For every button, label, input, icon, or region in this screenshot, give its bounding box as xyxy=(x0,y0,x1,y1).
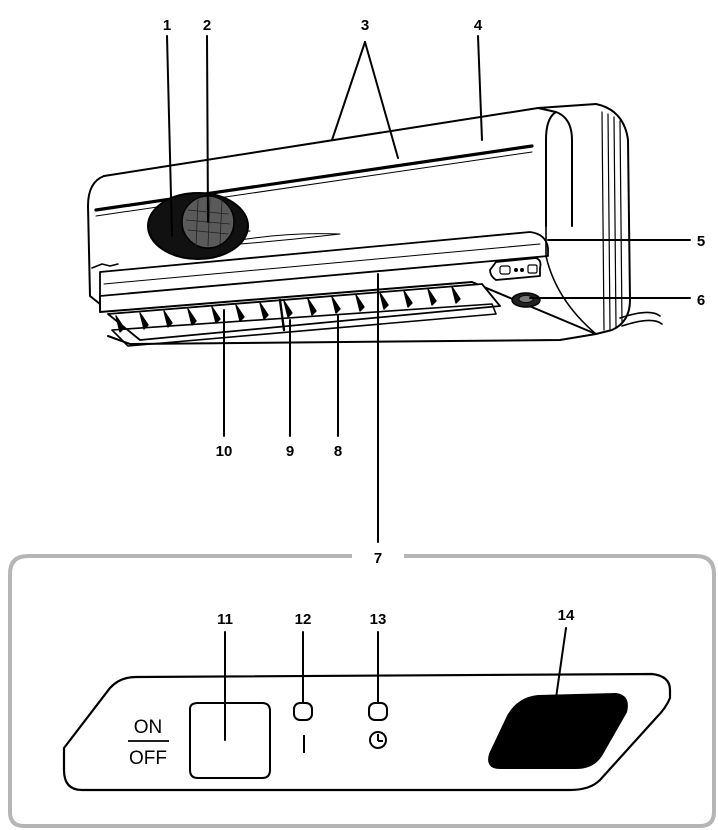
strip-lamp-2 xyxy=(520,267,525,272)
horizontal-flap xyxy=(111,303,497,347)
lower-casing-right xyxy=(545,225,597,335)
louver-center-divider xyxy=(278,298,286,332)
callout-12: 12 xyxy=(295,611,312,628)
indicator-display-strip xyxy=(489,257,542,281)
timer-lamp xyxy=(368,702,388,721)
clock-icon xyxy=(369,731,387,749)
strip-lamp-1 xyxy=(514,267,519,272)
on-off-button xyxy=(189,702,271,779)
strip-receiver-window xyxy=(527,264,538,274)
callout-7: 7 xyxy=(374,550,382,567)
callout-3: 3 xyxy=(361,17,369,34)
unit-side-housing xyxy=(537,103,631,335)
callout-11: 11 xyxy=(217,611,233,628)
operation-lamp xyxy=(293,702,313,721)
callout-4: 4 xyxy=(474,17,483,34)
strip-onoff-window xyxy=(499,265,511,275)
power-cable xyxy=(619,311,663,327)
brand-logo-mark xyxy=(91,263,119,269)
panel-slot xyxy=(239,233,341,245)
callout-14: 14 xyxy=(558,607,575,624)
callout-labels-upper: 1 2 3 4 5 6 10 9 8 7 xyxy=(163,17,705,567)
signal-receiver xyxy=(488,692,628,769)
on-off-label: ON OFF xyxy=(128,717,169,769)
on-label: ON xyxy=(134,717,163,738)
callout-2: 2 xyxy=(203,17,211,34)
indoor-unit-illustration xyxy=(87,103,663,347)
front-panel-outline xyxy=(87,175,105,305)
front-panel-inner-edge xyxy=(545,111,557,227)
louver-housing xyxy=(107,283,501,341)
detail-frame xyxy=(8,554,716,828)
callout-6: 6 xyxy=(697,292,705,309)
callout-8: 8 xyxy=(334,443,342,460)
vertical-louvers xyxy=(115,286,461,333)
callout-leaders-lower xyxy=(224,627,567,741)
callout-1: 1 xyxy=(163,17,171,34)
air-outlet-ledge xyxy=(99,231,549,297)
panel-groove-1 xyxy=(94,144,534,212)
callout-labels-lower: 11 12 13 14 xyxy=(217,607,575,628)
ledge-line-1 xyxy=(103,243,541,285)
callout-5: 5 xyxy=(697,233,705,250)
off-label: OFF xyxy=(129,748,167,769)
callout-10: 10 xyxy=(216,443,233,460)
callout-9: 9 xyxy=(286,443,294,460)
callout-13: 13 xyxy=(370,611,387,628)
callout-leaders-upper xyxy=(166,35,691,543)
unit-side-ribs xyxy=(601,111,623,331)
